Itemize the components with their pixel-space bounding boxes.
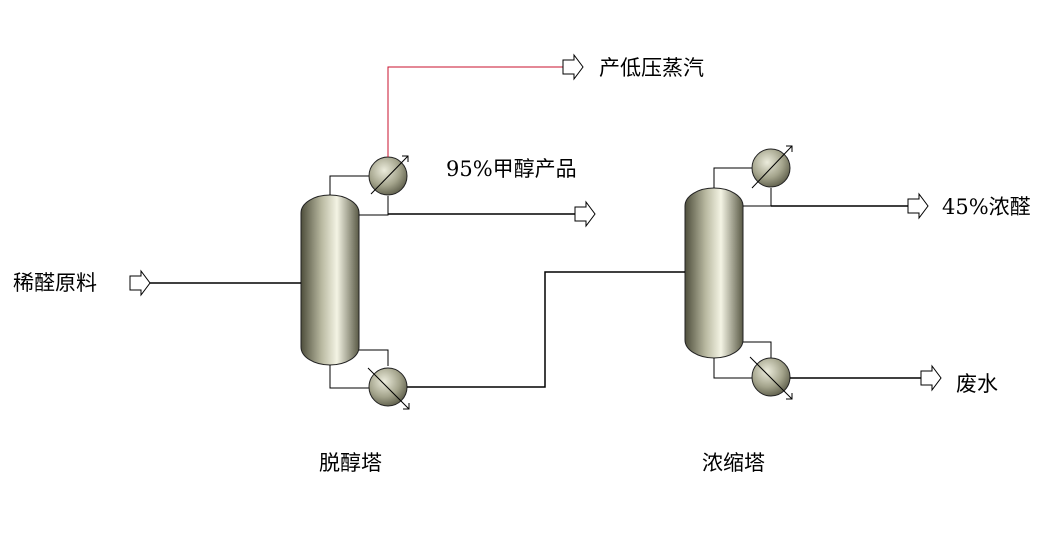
feed-label: 稀醛原料 [13, 271, 97, 295]
methanol-label: 95%甲醇产品 [446, 157, 577, 181]
column1-label: 脱醇塔 [319, 451, 382, 475]
formaldehyde-label: 45%浓醛 [942, 195, 1031, 219]
column2-label: 浓缩塔 [702, 451, 765, 475]
concentration-column[interactable] [684, 187, 744, 359]
steam-stream[interactable] [387, 53, 584, 157]
feed-stream[interactable] [129, 269, 301, 297]
formaldehyde-product-stream[interactable] [771, 192, 929, 220]
steam-label: 产低压蒸汽 [599, 56, 704, 80]
dealcoholization-column[interactable] [300, 194, 360, 366]
wastewater-stream[interactable] [790, 364, 942, 392]
wastewater-label: 废水 [956, 372, 998, 396]
reboiler-2[interactable] [713, 341, 793, 400]
methanol-product-stream[interactable] [388, 200, 596, 228]
intermediate-stream[interactable] [407, 271, 685, 388]
